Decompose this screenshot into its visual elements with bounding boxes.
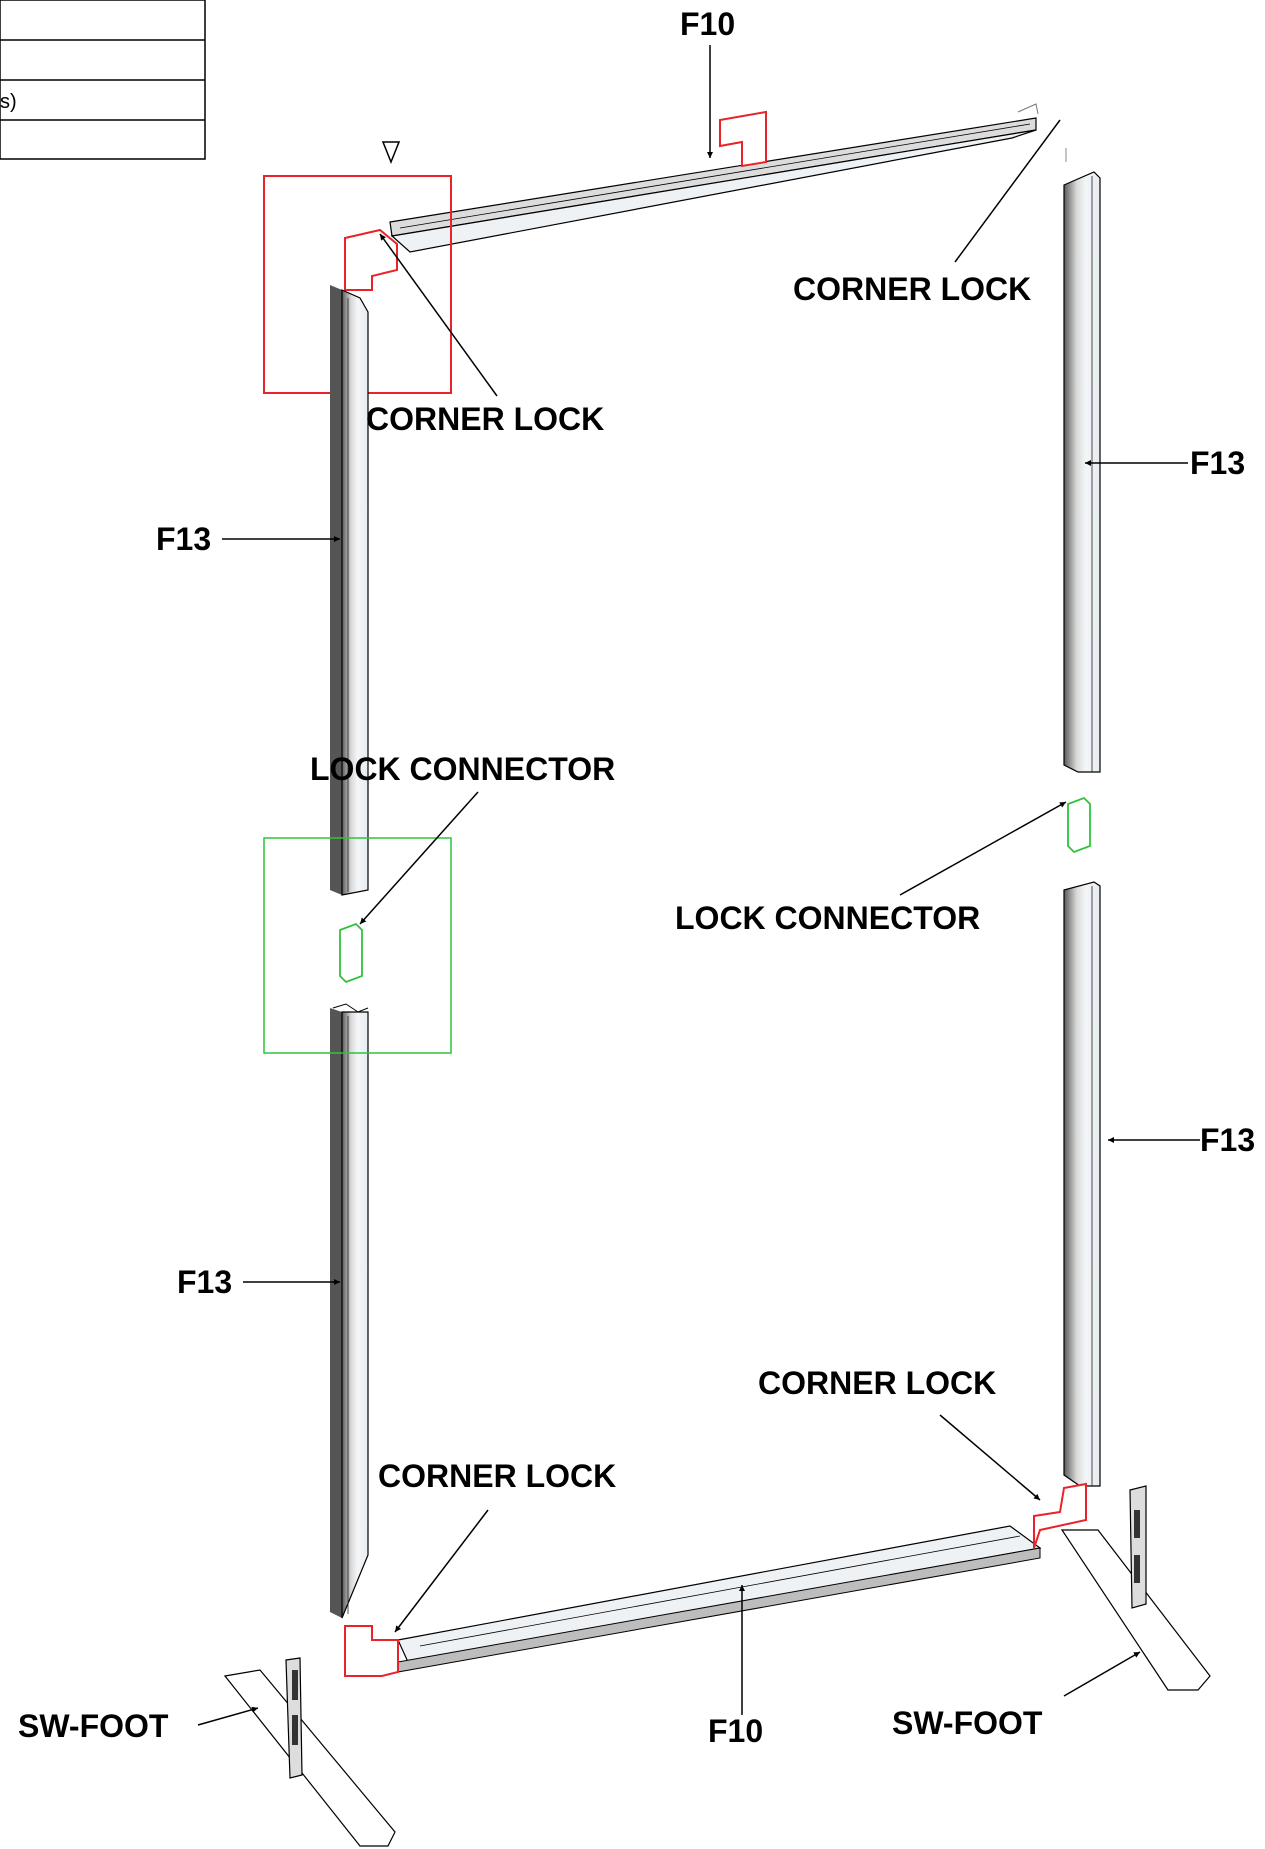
leader-lines	[197, 45, 1200, 1726]
label-corner-lock-top-right: CORNER LOCK	[793, 271, 1031, 307]
label-corner-lock-bottom-left: CORNER LOCK	[378, 1458, 616, 1494]
corner-lock-piece-bottom-right	[1033, 1482, 1087, 1549]
leader-corner-lock-top-right	[954, 119, 1061, 263]
label-sw-foot-right: SW-FOOT	[892, 1705, 1043, 1741]
leader-lock-connector-right	[899, 801, 1067, 896]
label-corner-lock-bottom-right: CORNER LOCK	[758, 1365, 996, 1401]
label-f10-top: F10	[680, 6, 735, 42]
sw-foot-left	[223, 1657, 396, 1847]
leader-corner-lock-bottom-left	[394, 1509, 489, 1633]
label-lock-connector-left: LOCK CONNECTOR	[310, 751, 615, 787]
corner-lock-piece-bottom-left	[344, 1625, 399, 1677]
lock-connector-detail-box	[263, 837, 452, 1054]
lock-connector-piece-right	[1067, 796, 1091, 854]
leader-corner-lock-top-left	[379, 233, 498, 397]
label-f13-right-lower: F13	[1200, 1122, 1255, 1158]
label-f13-left-upper: F13	[156, 521, 211, 557]
bottom-rail-f10	[397, 1525, 1042, 1673]
top-rail-f10	[389, 103, 1039, 253]
label-corner-lock-top-left: CORNER LOCK	[366, 401, 604, 437]
corner-lock-piece-top-center	[719, 110, 767, 168]
label-sw-foot-left: SW-FOOT	[18, 1708, 169, 1744]
label-f10-bottom: F10	[708, 1713, 763, 1749]
right-lower-profile-f13	[1063, 881, 1101, 1487]
title-block-text: s)	[0, 91, 17, 113]
leader-lock-connector-left	[359, 791, 479, 925]
view-marker-icon	[381, 141, 401, 165]
leader-sw-foot-left	[197, 1706, 259, 1726]
label-lock-connector-right: LOCK CONNECTOR	[675, 900, 980, 936]
label-f13-left-lower: F13	[177, 1264, 232, 1300]
left-lower-profile-f13	[330, 1003, 369, 1619]
leader-corner-lock-bottom-right	[939, 1414, 1041, 1501]
title-block: s)	[0, 0, 206, 160]
sw-foot-right	[1060, 1485, 1211, 1691]
left-upper-profile-f13	[330, 285, 369, 896]
leader-sw-foot-right	[1063, 1651, 1141, 1697]
lock-connector-piece-left	[339, 922, 363, 984]
corner-lock-piece-top-left	[344, 228, 398, 291]
label-f13-right-upper: F13	[1190, 445, 1245, 481]
right-upper-profile-f13	[1063, 148, 1101, 773]
